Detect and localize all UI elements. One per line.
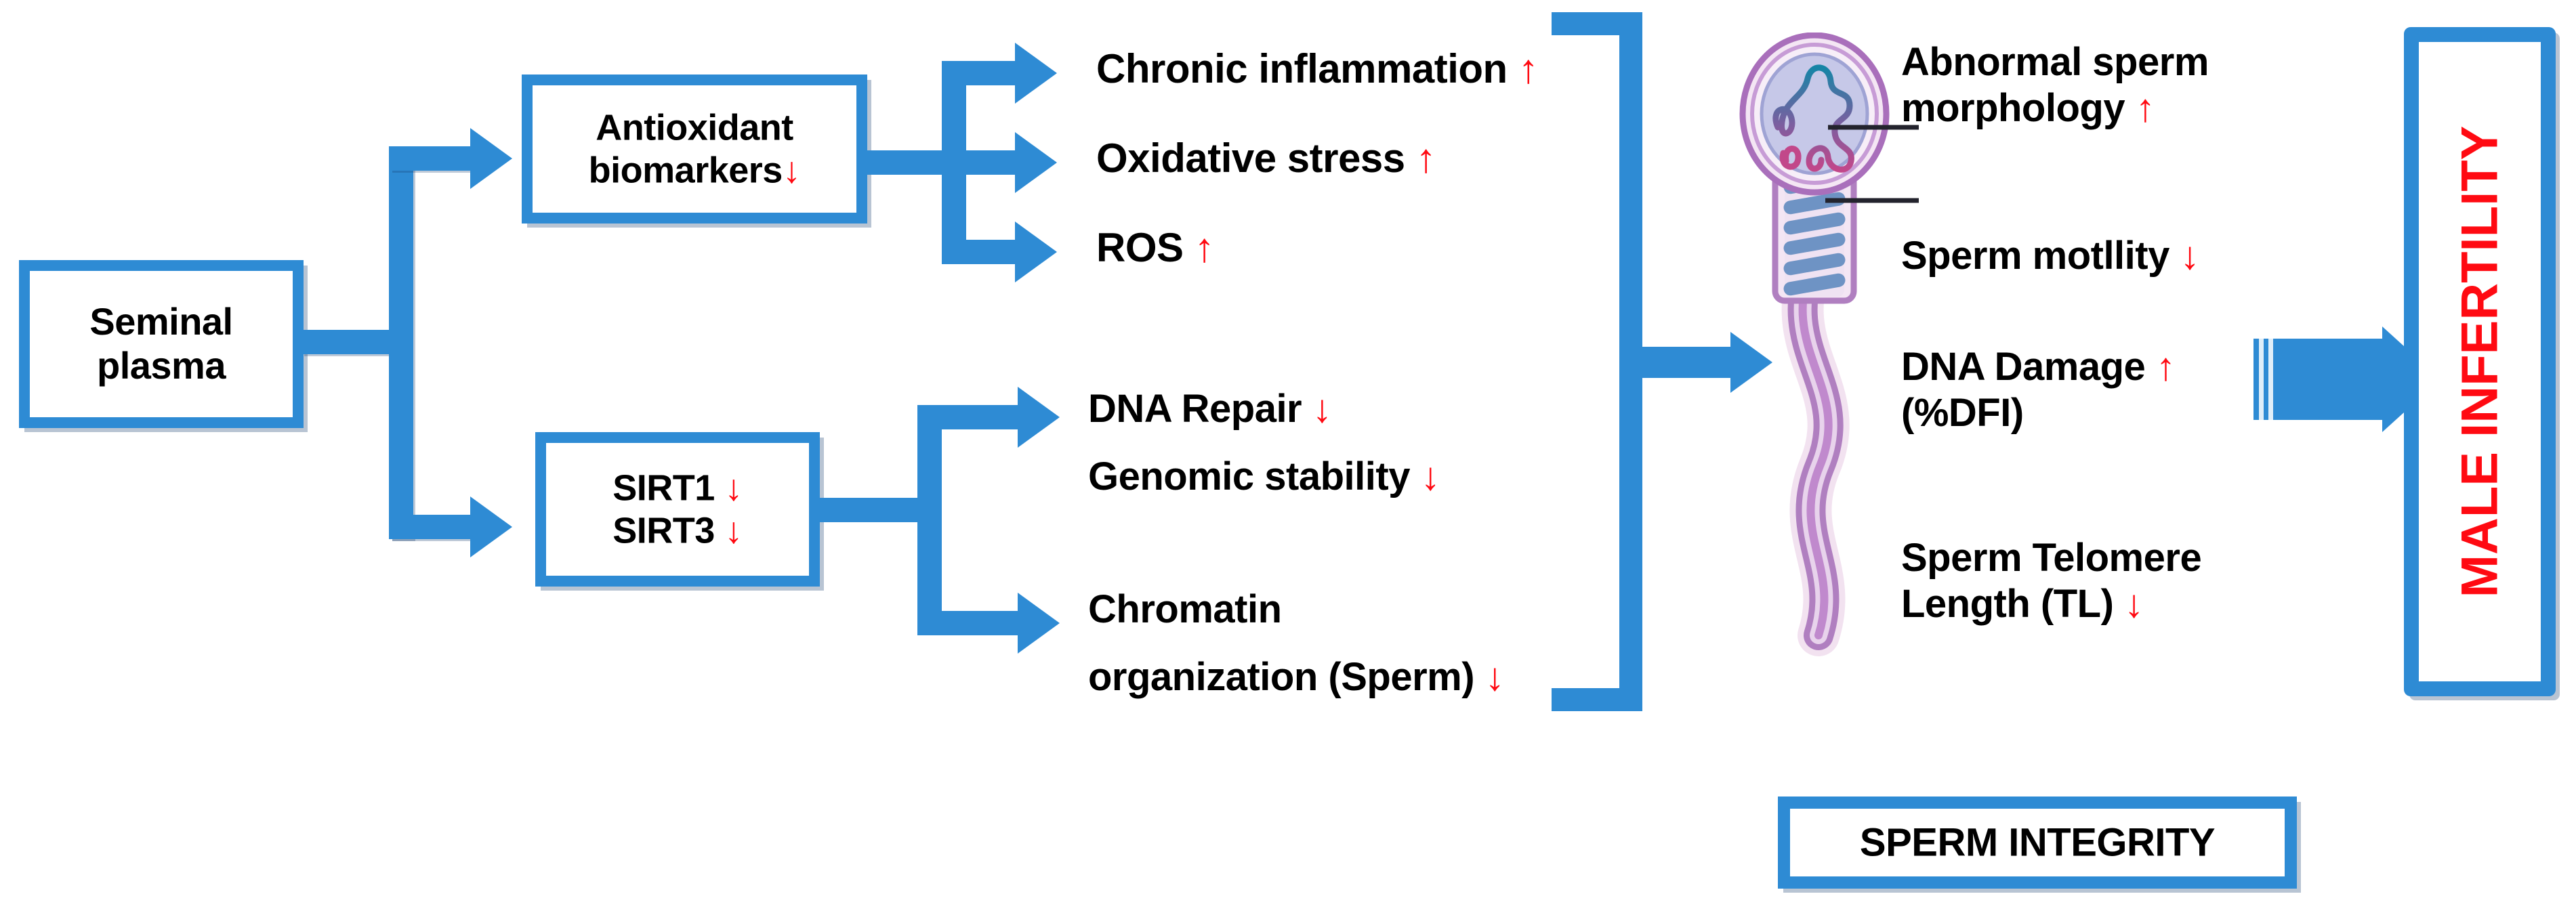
outcome-genomic-stability: Genomic stability ↓	[1088, 454, 1440, 499]
sirt3-text: SIRT3	[612, 510, 715, 551]
branch1-arrowhead-1	[1015, 43, 1057, 104]
source-branch-lower-arrowhead	[470, 496, 512, 557]
outcome-chromatin-label: Chromatin	[1088, 587, 1282, 631]
dna-repair-down-arrow-icon: ↓	[1312, 387, 1332, 431]
dna-damage-line-2: (%DFI)	[1901, 391, 2024, 436]
seminal-plasma-label: Seminal plasma	[30, 300, 293, 388]
source-branch-lower	[389, 515, 470, 539]
chronic-inflammation-up-arrow-icon: ↑	[1518, 46, 1539, 91]
sirt1-line: SIRT1 ↓	[546, 467, 809, 509]
sirt1-text: SIRT1	[612, 467, 715, 509]
outcome-dna-repair-label: DNA Repair	[1088, 387, 1302, 431]
genomic-stability-down-arrow-icon: ↓	[1420, 454, 1440, 498]
telomere-down-arrow-icon: ↓	[2124, 582, 2144, 627]
telomere-line-2: Length (TL)	[1901, 582, 2114, 627]
sirt3-line: SIRT3 ↓	[546, 509, 809, 552]
collector-bracket-bottom-stub	[1552, 688, 1642, 711]
source-branch-upper-arrowhead	[470, 128, 512, 189]
abnormal-morphology-line-1: Abnormal sperm	[1901, 40, 2209, 84]
oxidative-stress-up-arrow-icon: ↑	[1415, 135, 1436, 181]
sperm-item-telomere-length: Sperm Telomere Length (TL) ↓	[1901, 535, 2202, 628]
branch1-arrowhead-2	[1015, 132, 1057, 193]
outcome-chromatin-organization: organization (Sperm) ↓	[1088, 655, 1505, 700]
sperm-item-motility: Sperm motllity ↓	[1901, 233, 2199, 279]
branch2-trunk	[917, 405, 942, 635]
outcome-ros-label: ROS	[1096, 225, 1184, 270]
dna-damage-up-arrow-icon: ↑	[2155, 345, 2176, 389]
collector-bracket-top-stub	[1552, 12, 1642, 35]
collector-bracket-vertical	[1619, 12, 1642, 711]
antioxidant-line-2-text: biomarkers	[588, 150, 783, 190]
outcome-chronic-inflammation: Chronic inflammation ↑	[1096, 46, 1539, 91]
sirt3-down-arrow-icon: ↓	[724, 510, 743, 551]
sperm-motility-down-arrow-icon: ↓	[2180, 234, 2199, 278]
branch1-lead-2	[942, 150, 1015, 175]
sperm-integrity-box: SPERM INTEGRITY	[1778, 797, 2297, 889]
seminal-plasma-box: Seminal plasma	[19, 260, 304, 428]
seminal-plasma-line-2: plasma	[97, 344, 226, 387]
source-stub-connector	[301, 330, 389, 354]
male-infertility-arrow-shaft	[2253, 339, 2382, 420]
branch2-lead-2	[917, 611, 1018, 635]
antioxidant-biomarkers-box: Antioxidant biomarkers↓	[522, 75, 867, 224]
seminal-plasma-line-1: Seminal	[89, 300, 233, 343]
branch2-arrowhead-2	[1018, 593, 1060, 654]
outcome-chromatin-organization-label: organization (Sperm)	[1088, 655, 1475, 699]
outcome-dna-repair: DNA Repair ↓	[1088, 387, 1332, 431]
outcome-oxidative-stress-label: Oxidative stress	[1096, 135, 1405, 181]
ros-up-arrow-icon: ↑	[1194, 225, 1215, 270]
collector-to-sperm-arrowhead	[1730, 332, 1772, 393]
outcome-chromatin: Chromatin	[1088, 587, 1282, 632]
chromatin-organization-down-arrow-icon: ↓	[1484, 655, 1505, 699]
antioxidant-down-arrow-icon: ↓	[782, 150, 801, 190]
collector-to-sperm-shaft	[1642, 347, 1730, 378]
branch2-arrowhead-1	[1018, 387, 1060, 448]
sperm-item-abnormal-morphology: Abnormal sperm morphology ↑	[1901, 39, 2209, 132]
outcome-chronic-inflammation-label: Chronic inflammation	[1096, 46, 1508, 91]
source-branch-upper	[389, 146, 470, 171]
sirt-label: SIRT1 ↓ SIRT3 ↓	[546, 467, 809, 551]
sperm-illustration	[1739, 32, 1921, 669]
outcome-genomic-stability-label: Genomic stability	[1088, 454, 1410, 498]
sperm-integrity-label: SPERM INTEGRITY	[1859, 820, 2216, 865]
dna-damage-line-1: DNA Damage	[1901, 345, 2146, 389]
abnormal-morphology-up-arrow-icon: ↑	[2135, 86, 2155, 131]
sperm-motility-label: Sperm motllity	[1901, 234, 2169, 278]
outcome-oxidative-stress: Oxidative stress ↑	[1096, 135, 1436, 181]
branch2-lead-1	[917, 405, 1018, 429]
antioxidant-line-1: Antioxidant	[596, 107, 793, 148]
source-split-trunk	[389, 146, 413, 539]
sirt-box: SIRT1 ↓ SIRT3 ↓	[535, 432, 820, 587]
outcome-ros: ROS ↑	[1096, 225, 1215, 270]
sirt1-down-arrow-icon: ↓	[724, 467, 743, 509]
branch1-stem	[867, 150, 949, 175]
branch1-arrowhead-3	[1015, 221, 1057, 282]
telomere-line-1: Sperm Telomere	[1901, 536, 2202, 580]
antioxidant-biomarkers-label: Antioxidant biomarkers↓	[533, 106, 856, 191]
antioxidant-line-2: biomarkers↓	[533, 149, 856, 192]
branch1-lead-3	[942, 240, 1015, 264]
sperm-item-dna-damage: DNA Damage ↑ (%DFI)	[1901, 344, 2176, 437]
male-infertility-label: MALE INFERTILITY	[2451, 125, 2509, 598]
abnormal-morphology-line-2: morphology	[1901, 86, 2125, 131]
male-infertility-box: MALE INFERTILITY	[2404, 27, 2556, 696]
male-infertility-arrow-stripe-2	[2268, 339, 2273, 420]
branch1-lead-1	[942, 61, 1015, 85]
male-infertility-arrow-stripe-1	[2259, 339, 2264, 420]
branch2-stem	[820, 498, 921, 522]
